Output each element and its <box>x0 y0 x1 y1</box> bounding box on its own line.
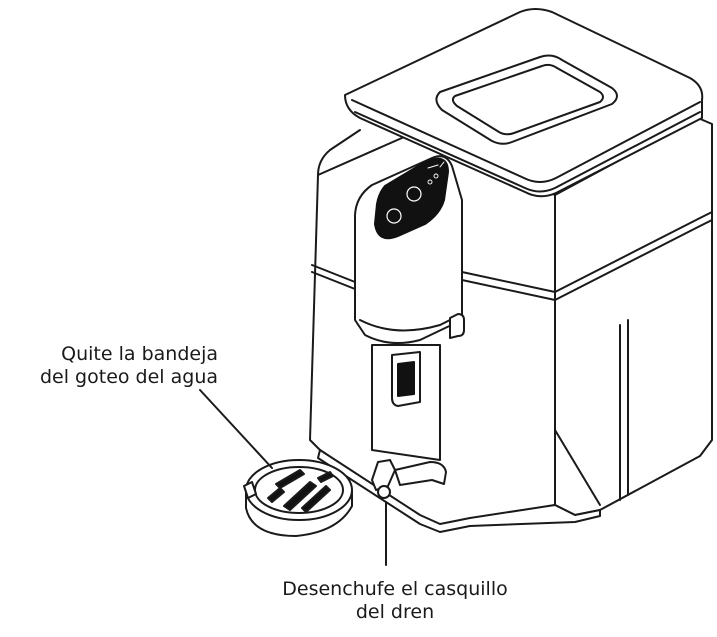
status-led <box>427 179 433 185</box>
control-pod-bevel <box>359 313 463 332</box>
drain-cap-callout-line1: Desenchufe el casquillo <box>282 578 508 600</box>
ice-maker <box>309 8 713 533</box>
drip-tray[interactable] <box>243 459 353 537</box>
drip-tray-callout-line1: Quite la bandeja <box>61 343 218 365</box>
front-upper-bevel <box>317 129 361 176</box>
bin-seam-front-lower <box>311 219 713 301</box>
panel-marking <box>427 161 445 169</box>
drip-tray-top <box>245 459 353 521</box>
side-lower-edge <box>554 429 601 506</box>
status-led <box>433 173 439 179</box>
drain-cap-body <box>371 459 396 491</box>
lid-rim <box>354 111 701 193</box>
drain-cap-callout: Desenchufe el casquillo del dren <box>200 578 590 624</box>
power-button[interactable] <box>386 208 402 224</box>
ice-scoop-slot <box>397 361 415 397</box>
drip-tray-slot <box>301 485 331 513</box>
drip-tray-slot <box>267 487 285 503</box>
bin-seam-front <box>311 211 713 293</box>
drain-plug <box>377 485 391 499</box>
drain-hose <box>394 461 447 486</box>
side-latch <box>449 313 465 339</box>
drip-tray-callout-line2: del goteo del agua <box>39 366 218 388</box>
select-button[interactable] <box>406 186 422 202</box>
drip-tray-slot <box>283 481 317 511</box>
drain-cap[interactable] <box>371 459 447 499</box>
top-window-inner <box>451 63 604 136</box>
drip-tray-slot <box>275 469 305 489</box>
drain-cap-callout-line2: del dren <box>355 601 435 623</box>
drip-tray-slot <box>317 471 334 483</box>
control-panel <box>374 157 449 240</box>
ice-maker-base <box>317 449 601 533</box>
drip-tray-tab <box>243 481 257 499</box>
tray-leader-line <box>199 389 273 469</box>
lid-ridge <box>351 99 701 183</box>
drip-tray-callout: Quite la bandeja del goteo del agua <box>0 343 218 389</box>
